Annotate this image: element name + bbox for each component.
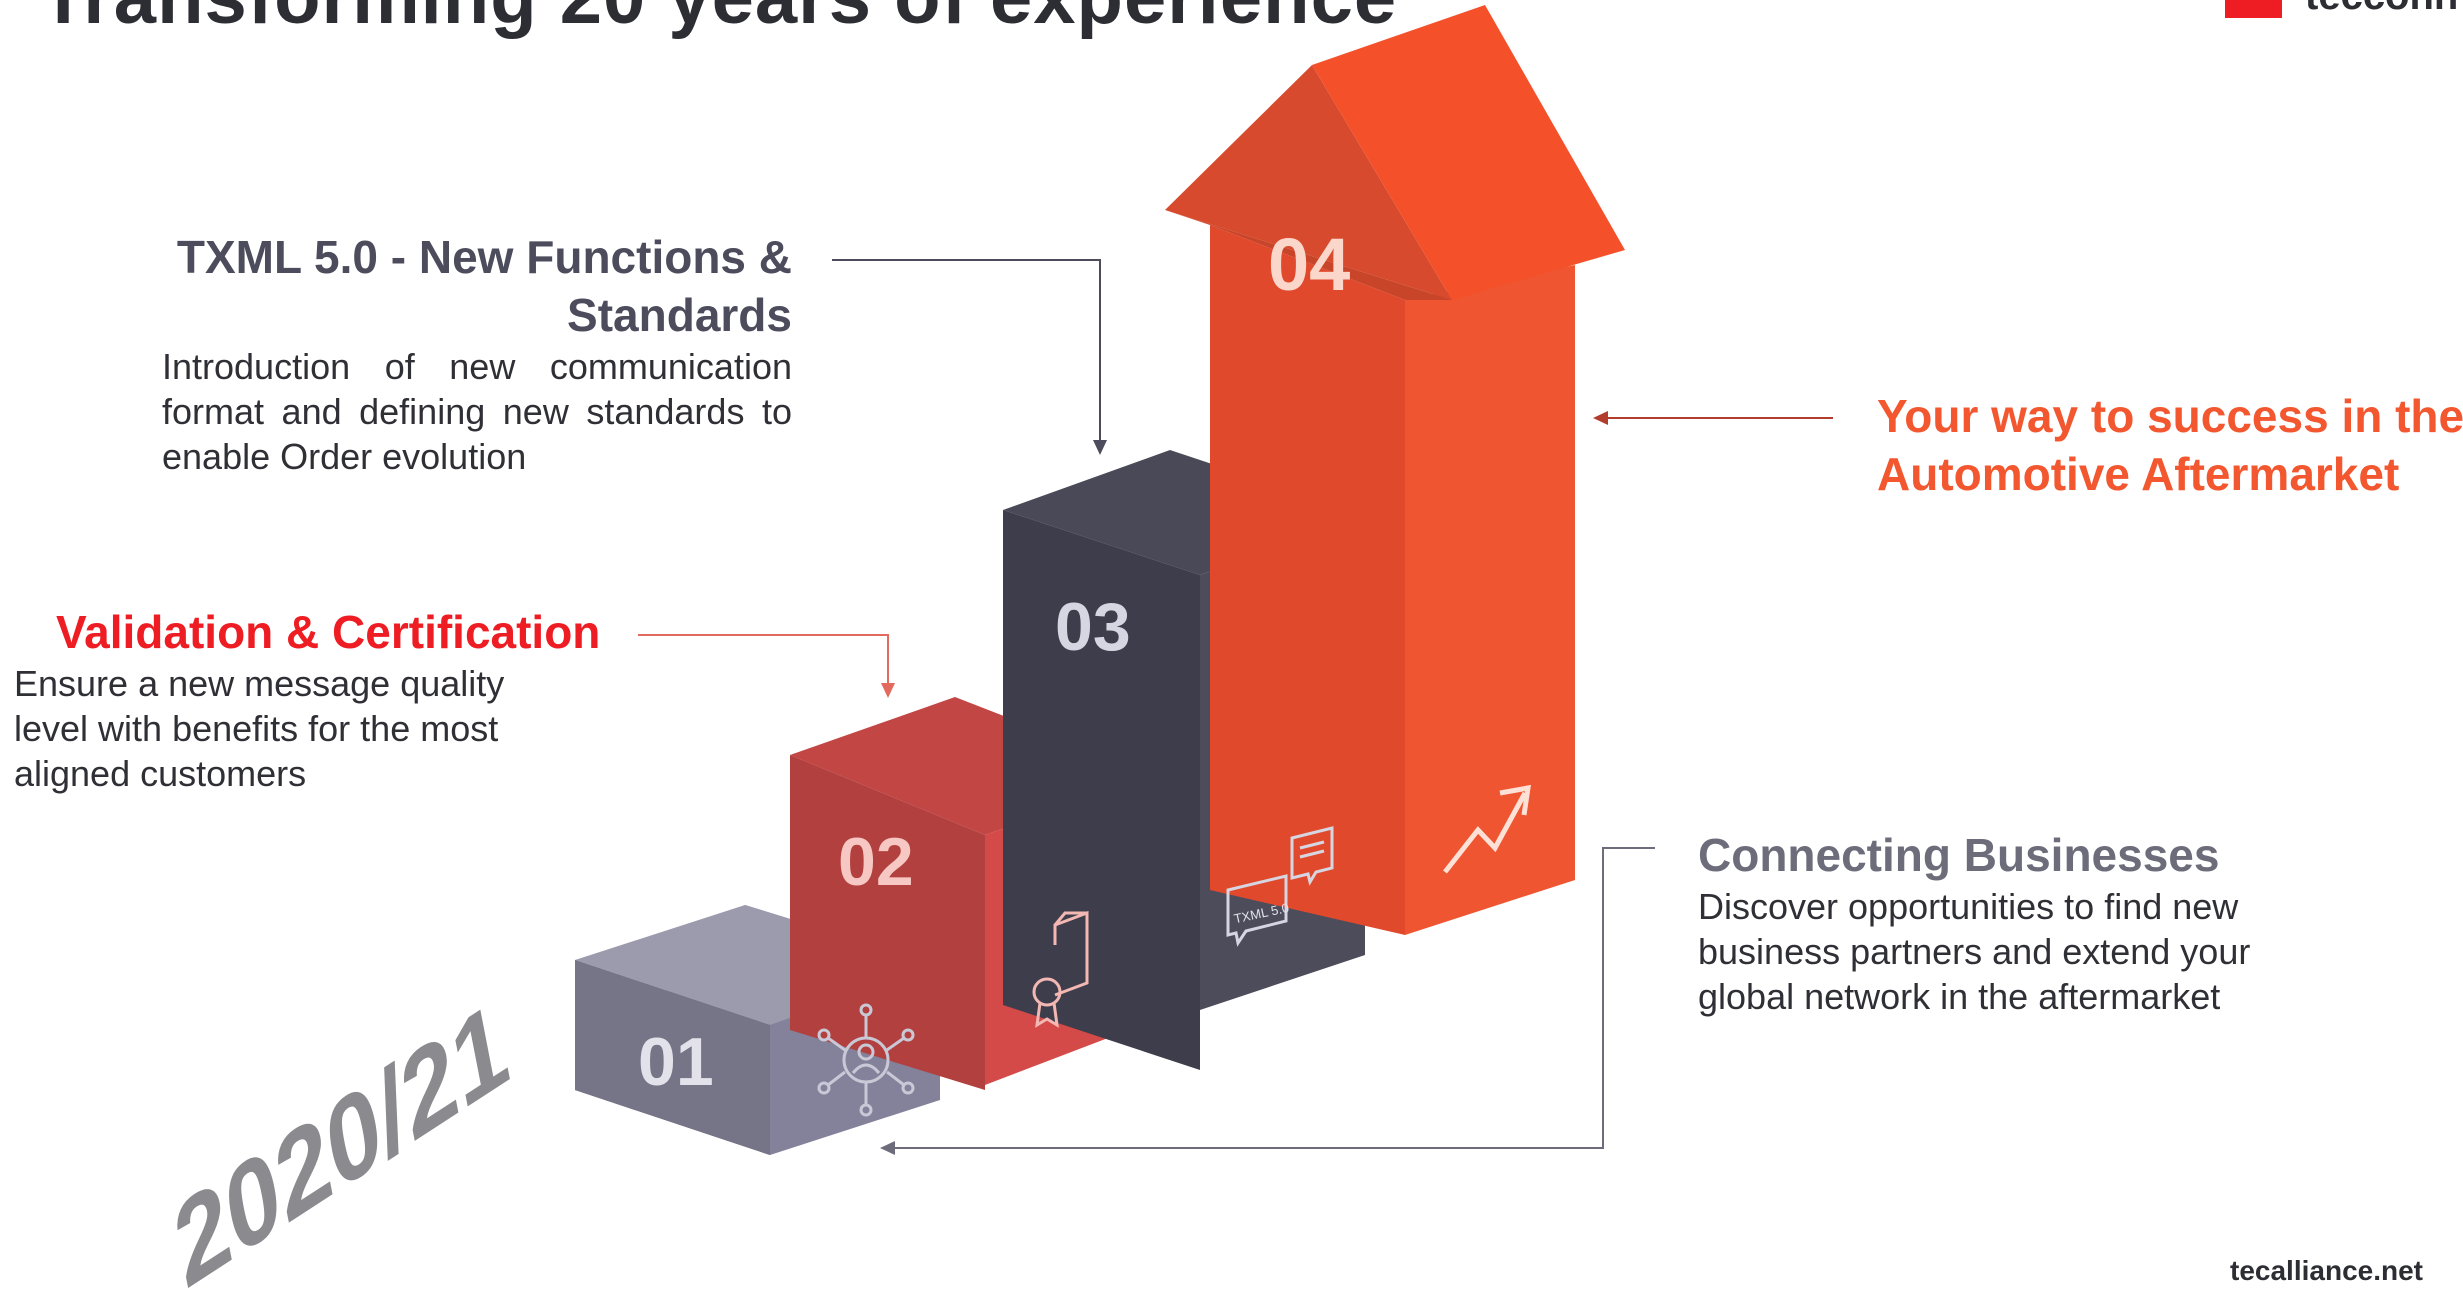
connecting-callout: Connecting Businesses Discover opportuni… [1698, 826, 2298, 1019]
step-04-number: 04 [1268, 223, 1350, 306]
txml-heading-line2: Standards [567, 289, 792, 341]
trend-up-arrow-icon [1443, 784, 1531, 874]
page-title: Transforming 20 years of experience [40, 0, 1397, 41]
year-label: 2020/21 [165, 974, 517, 1291]
txml-callout: TXML 5.0 - New Functions & Standards Int… [162, 228, 792, 479]
connector-lines [638, 259, 1833, 1155]
connecting-heading: Connecting Businesses [1698, 829, 2220, 881]
step-02-number: 02 [838, 824, 914, 900]
logo-text: tecconn [2305, 0, 2458, 19]
success-heading-line2: Automotive Aftermarket [1877, 448, 2400, 500]
txml-heading-line1: TXML 5.0 - New Functions & [176, 231, 792, 283]
step-01-block [575, 905, 940, 1155]
logo-mark [2225, 0, 2282, 18]
connecting-body: Discover opportunities to find new busin… [1698, 886, 2251, 1017]
step-04-arrow [1165, 5, 1625, 935]
website-url: tecalliance.net [2230, 1255, 2423, 1286]
certificate-icon [1032, 910, 1089, 1028]
txml-body: Introduction of new communication format… [162, 346, 792, 477]
validation-body: Ensure a new message quality level with … [14, 663, 505, 794]
validation-callout: Validation & Certification Ensure a new … [14, 603, 614, 796]
step-03-number: 03 [1055, 589, 1131, 665]
network-user-icon [817, 1003, 915, 1117]
success-heading-line1: Your way to success in the [1877, 390, 2463, 442]
validation-heading: Validation & Certification [56, 606, 601, 658]
success-callout: Your way to success in the Automotive Af… [1877, 387, 2463, 503]
step-01-number: 01 [638, 1024, 714, 1100]
